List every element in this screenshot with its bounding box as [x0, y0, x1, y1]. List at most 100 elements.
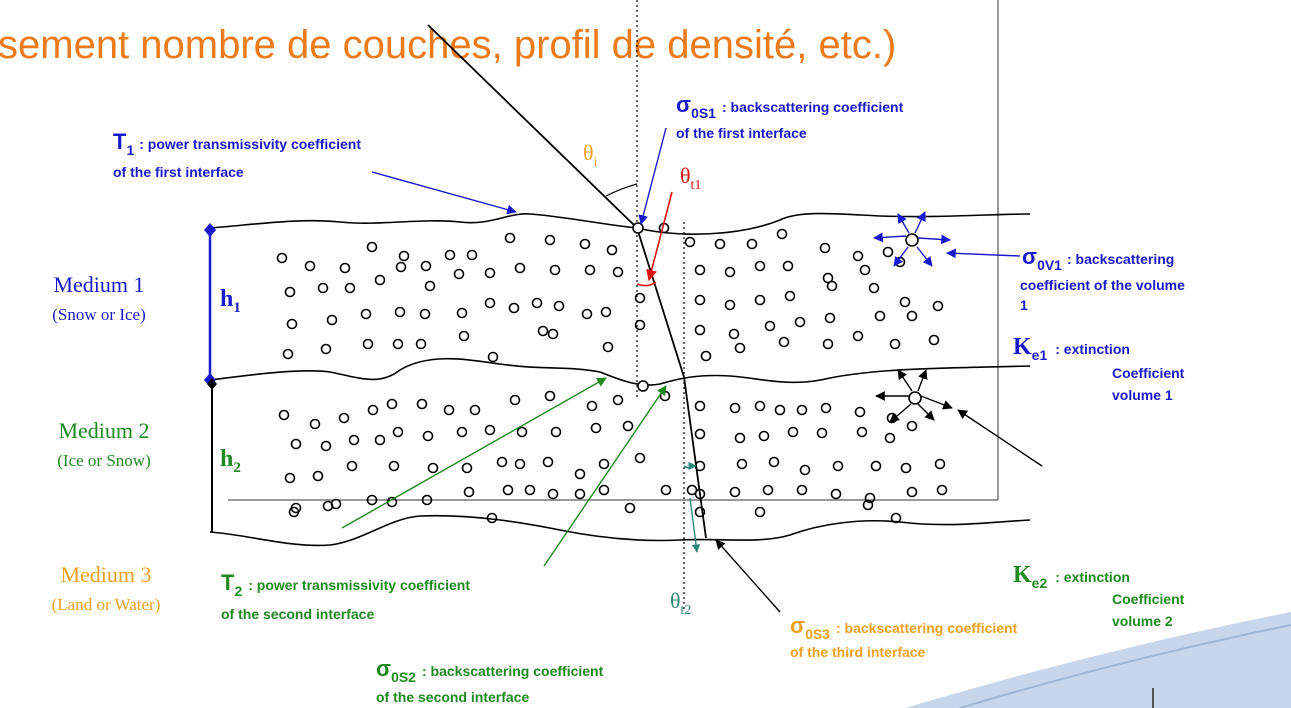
- scatterer-particle: [729, 486, 741, 498]
- scatterer-particle: [782, 260, 794, 272]
- theta-t2-label: θt2: [670, 588, 691, 618]
- s0s2-annotation: σ0S2: backscattering coefficient of the …: [376, 656, 604, 705]
- scatterer-particle: [509, 394, 521, 406]
- s0v1-line2: coefficient of the volume: [1020, 277, 1185, 293]
- scatterer-particle: [366, 494, 378, 506]
- scatterer-particle: [906, 486, 918, 498]
- scatterer-particle: [544, 234, 556, 246]
- scatterer-particle: [729, 402, 741, 414]
- scatterer-particle: [424, 280, 436, 292]
- scatterer-particle: [724, 266, 736, 278]
- scatterer-particle: [388, 460, 400, 472]
- scatterer-particle: [346, 460, 358, 472]
- scatterer-particle: [694, 264, 706, 276]
- scatterer-particle: [553, 300, 565, 312]
- interface-3: [209, 514, 1031, 547]
- scatterer-particle: [392, 426, 404, 438]
- scatterer-particle: [549, 264, 561, 276]
- scatterer-particle: [714, 238, 726, 250]
- scatterer-particle: [574, 468, 586, 480]
- scatterer-particle: [421, 494, 433, 506]
- scatterer-particle: [900, 462, 912, 474]
- scatterer-particle: [700, 350, 712, 362]
- scatterer-particle: [787, 426, 799, 438]
- scatterer-particle: [458, 330, 470, 342]
- scatterer-particle: [734, 342, 746, 354]
- scatterer-particle: [456, 426, 468, 438]
- scatterer-particle: [754, 260, 766, 272]
- medium-3-name: Medium 3: [60, 562, 151, 587]
- scatterer-particle: [694, 506, 706, 518]
- scatterer-particle: [874, 310, 886, 322]
- scatterer-particle: [304, 260, 316, 272]
- scatterer-particle: [660, 484, 672, 496]
- scatterer-particle: [686, 484, 698, 496]
- scatterer-particle: [634, 452, 646, 464]
- scatterer-particle: [859, 264, 871, 276]
- scatterer-particle: [856, 426, 868, 438]
- scatterer-particle: [774, 404, 786, 416]
- ke2-line2: Coefficient: [1112, 591, 1185, 607]
- medium-3-material: (Land or Water): [52, 595, 161, 614]
- scatterer-particle: [768, 456, 780, 468]
- scatterer-particle: [581, 308, 593, 320]
- scatterer-particle: [884, 432, 896, 444]
- interface-2: [209, 357, 1031, 386]
- scatterer-particle: [286, 318, 298, 330]
- refracted-ray-layer-2: [683, 376, 707, 539]
- s0s2-heading: σ0S2: backscattering coefficient: [376, 656, 604, 685]
- scatterer-particle: [484, 297, 496, 309]
- scatterer-particle: [684, 236, 696, 248]
- scatterer-particle: [830, 488, 842, 500]
- scatterer-particle: [309, 418, 321, 430]
- scatterer-particle: [415, 338, 427, 350]
- scatterer-particle: [820, 402, 832, 414]
- scatterer-particle: [776, 228, 788, 240]
- scatterer-particle: [544, 390, 556, 402]
- scatterer-particle: [537, 325, 549, 337]
- scatterer-particle: [502, 484, 514, 496]
- scatterer-particle: [416, 398, 428, 410]
- theta-t1-arc: [636, 281, 657, 287]
- scatterer-particle: [516, 426, 528, 438]
- t2-arrow-a: [341, 377, 607, 529]
- scatterer-particle: [826, 280, 838, 292]
- scatterer-particle: [514, 458, 526, 470]
- scatterer-particle: [395, 261, 407, 273]
- scatterer-particle: [832, 460, 844, 472]
- scatterer-particle: [320, 440, 332, 452]
- scatterer-particle: [453, 268, 465, 280]
- t2-arrow-b: [543, 385, 667, 567]
- ke2-annotation: Ke2: extinction Coefficient volume 2: [1013, 562, 1185, 629]
- s0s1-arrow: [638, 127, 667, 225]
- scatterer-particle: [862, 499, 874, 511]
- scatterer-particle: [764, 320, 776, 332]
- scatterer-particle: [486, 512, 498, 524]
- medium-1-name: Medium 1: [53, 272, 144, 297]
- scatterer-particle: [758, 430, 770, 442]
- scatterer-particle: [338, 412, 350, 424]
- scatterer-particle: [796, 404, 808, 416]
- scatterer-particle: [374, 434, 386, 446]
- scatterer-particle: [456, 307, 468, 319]
- scatterer-particle: [794, 316, 806, 328]
- scatterer-particle: [466, 249, 478, 261]
- scatterer-particle: [634, 319, 646, 331]
- scatterer-particle: [736, 458, 748, 470]
- scatterer-particle: [326, 314, 338, 326]
- scatterer-particle: [330, 498, 342, 510]
- ke1-arrow: [957, 409, 1043, 467]
- scatterer-particle: [348, 434, 360, 446]
- s0v1-arrow: [946, 248, 1021, 259]
- theta-t1-arrow: [646, 191, 673, 282]
- scatterer-particle: [899, 296, 911, 308]
- medium-1-label: Medium 1 (Snow or Ice): [52, 272, 145, 324]
- s0s3-line2: of the third interface: [790, 644, 926, 660]
- hit-point-interface-2: [637, 380, 649, 392]
- scatterer-particle: [694, 324, 706, 336]
- s0s1-line2: of the first interface: [676, 125, 807, 141]
- s0s2-line2: of the second interface: [376, 689, 529, 705]
- ke1-annotation: Ke1: extinction Coefficient volume 1: [1013, 334, 1185, 403]
- scatterer-particle: [484, 424, 496, 436]
